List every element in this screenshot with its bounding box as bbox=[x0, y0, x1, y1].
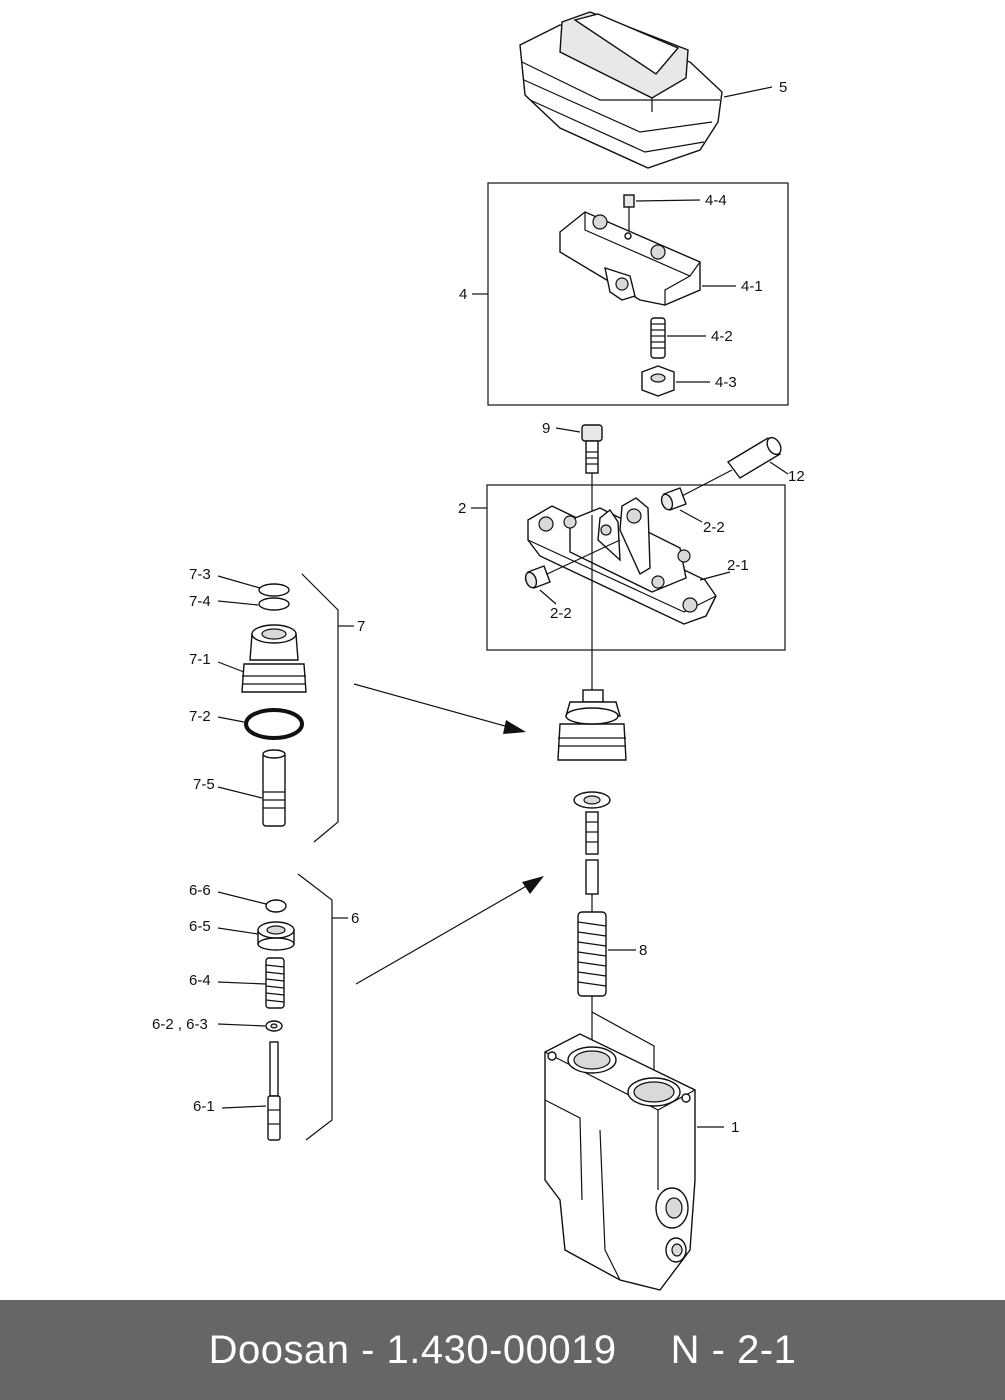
part-2-1-plate bbox=[527, 497, 717, 625]
part-6-6-clip bbox=[265, 899, 287, 913]
bracket-7 bbox=[301, 573, 339, 843]
label-1: 1 bbox=[731, 1119, 739, 1136]
label-4-4: 4-4 bbox=[705, 192, 727, 209]
label-2-1: 2-1 bbox=[727, 557, 749, 574]
label-4-2: 4-2 bbox=[711, 328, 733, 345]
part-8-spring bbox=[577, 911, 607, 997]
arrow-6-to-assembly bbox=[355, 876, 544, 985]
part-7-4-ring bbox=[258, 597, 290, 611]
label-7-4: 7-4 bbox=[189, 593, 211, 610]
label-4-1: 4-1 bbox=[741, 278, 763, 295]
part-6-1-spool bbox=[267, 1041, 281, 1141]
part-5-boot bbox=[519, 11, 723, 169]
center-stem-stack bbox=[573, 791, 611, 912]
label-6: 6 bbox=[351, 910, 359, 927]
label-6-6: 6-6 bbox=[189, 882, 211, 899]
arrow-7-to-assembly bbox=[353, 683, 526, 734]
part-6-5-retainer bbox=[257, 921, 295, 951]
label-7-2: 7-2 bbox=[189, 708, 211, 725]
label-2: 2 bbox=[458, 500, 466, 517]
part-4-4-screw bbox=[623, 194, 635, 232]
part-4-1-bracket bbox=[559, 211, 701, 306]
footer-reference: N - 2-1 bbox=[670, 1327, 797, 1372]
label-7-3: 7-3 bbox=[189, 566, 211, 583]
part-7-2-oring bbox=[244, 708, 304, 740]
bracket-6 bbox=[297, 873, 333, 1141]
label-7-1: 7-1 bbox=[189, 651, 211, 668]
part-4-3-nut bbox=[641, 365, 675, 397]
footer-bar: Doosan - 1.430-00019 N - 2-1 bbox=[0, 1300, 1005, 1400]
label-9: 9 bbox=[542, 420, 550, 437]
label-12: 12 bbox=[788, 468, 805, 485]
label-7: 7 bbox=[357, 618, 365, 635]
footer-part-number: Doosan - 1.430-00019 bbox=[208, 1327, 617, 1372]
label-8: 8 bbox=[639, 942, 647, 959]
label-4-3: 4-3 bbox=[715, 374, 737, 391]
part-7-5-pin bbox=[262, 749, 286, 827]
part-6-2-6-3-washer bbox=[265, 1020, 283, 1032]
part-2-2-bushing-lower bbox=[524, 565, 551, 589]
part-7-1-body bbox=[241, 624, 307, 693]
assembled-plunger bbox=[557, 689, 627, 761]
label-5: 5 bbox=[779, 79, 787, 96]
part-4-2-rod bbox=[650, 317, 666, 359]
part-9-bolt bbox=[581, 424, 603, 515]
label-6-2-6-3: 6-2 , 6-3 bbox=[152, 1016, 208, 1033]
exploded-parts-diagram: 5 4 4-4 4-1 4-2 4-3 bbox=[152, 11, 805, 1291]
label-6-5: 6-5 bbox=[189, 918, 211, 935]
label-6-1: 6-1 bbox=[193, 1098, 215, 1115]
label-6-4: 6-4 bbox=[189, 972, 211, 989]
label-2-2-lower: 2-2 bbox=[550, 605, 572, 622]
part-6-4-spring bbox=[265, 957, 285, 1009]
part-2-2-bushing-upper bbox=[660, 487, 687, 511]
group-2-box bbox=[486, 484, 786, 651]
label-4: 4 bbox=[459, 286, 467, 303]
label-2-2-upper: 2-2 bbox=[703, 519, 725, 536]
part-7-3-ring bbox=[258, 583, 290, 597]
label-7-5: 7-5 bbox=[193, 776, 215, 793]
part-12-pin bbox=[677, 436, 782, 499]
part-1-body bbox=[544, 1033, 696, 1291]
